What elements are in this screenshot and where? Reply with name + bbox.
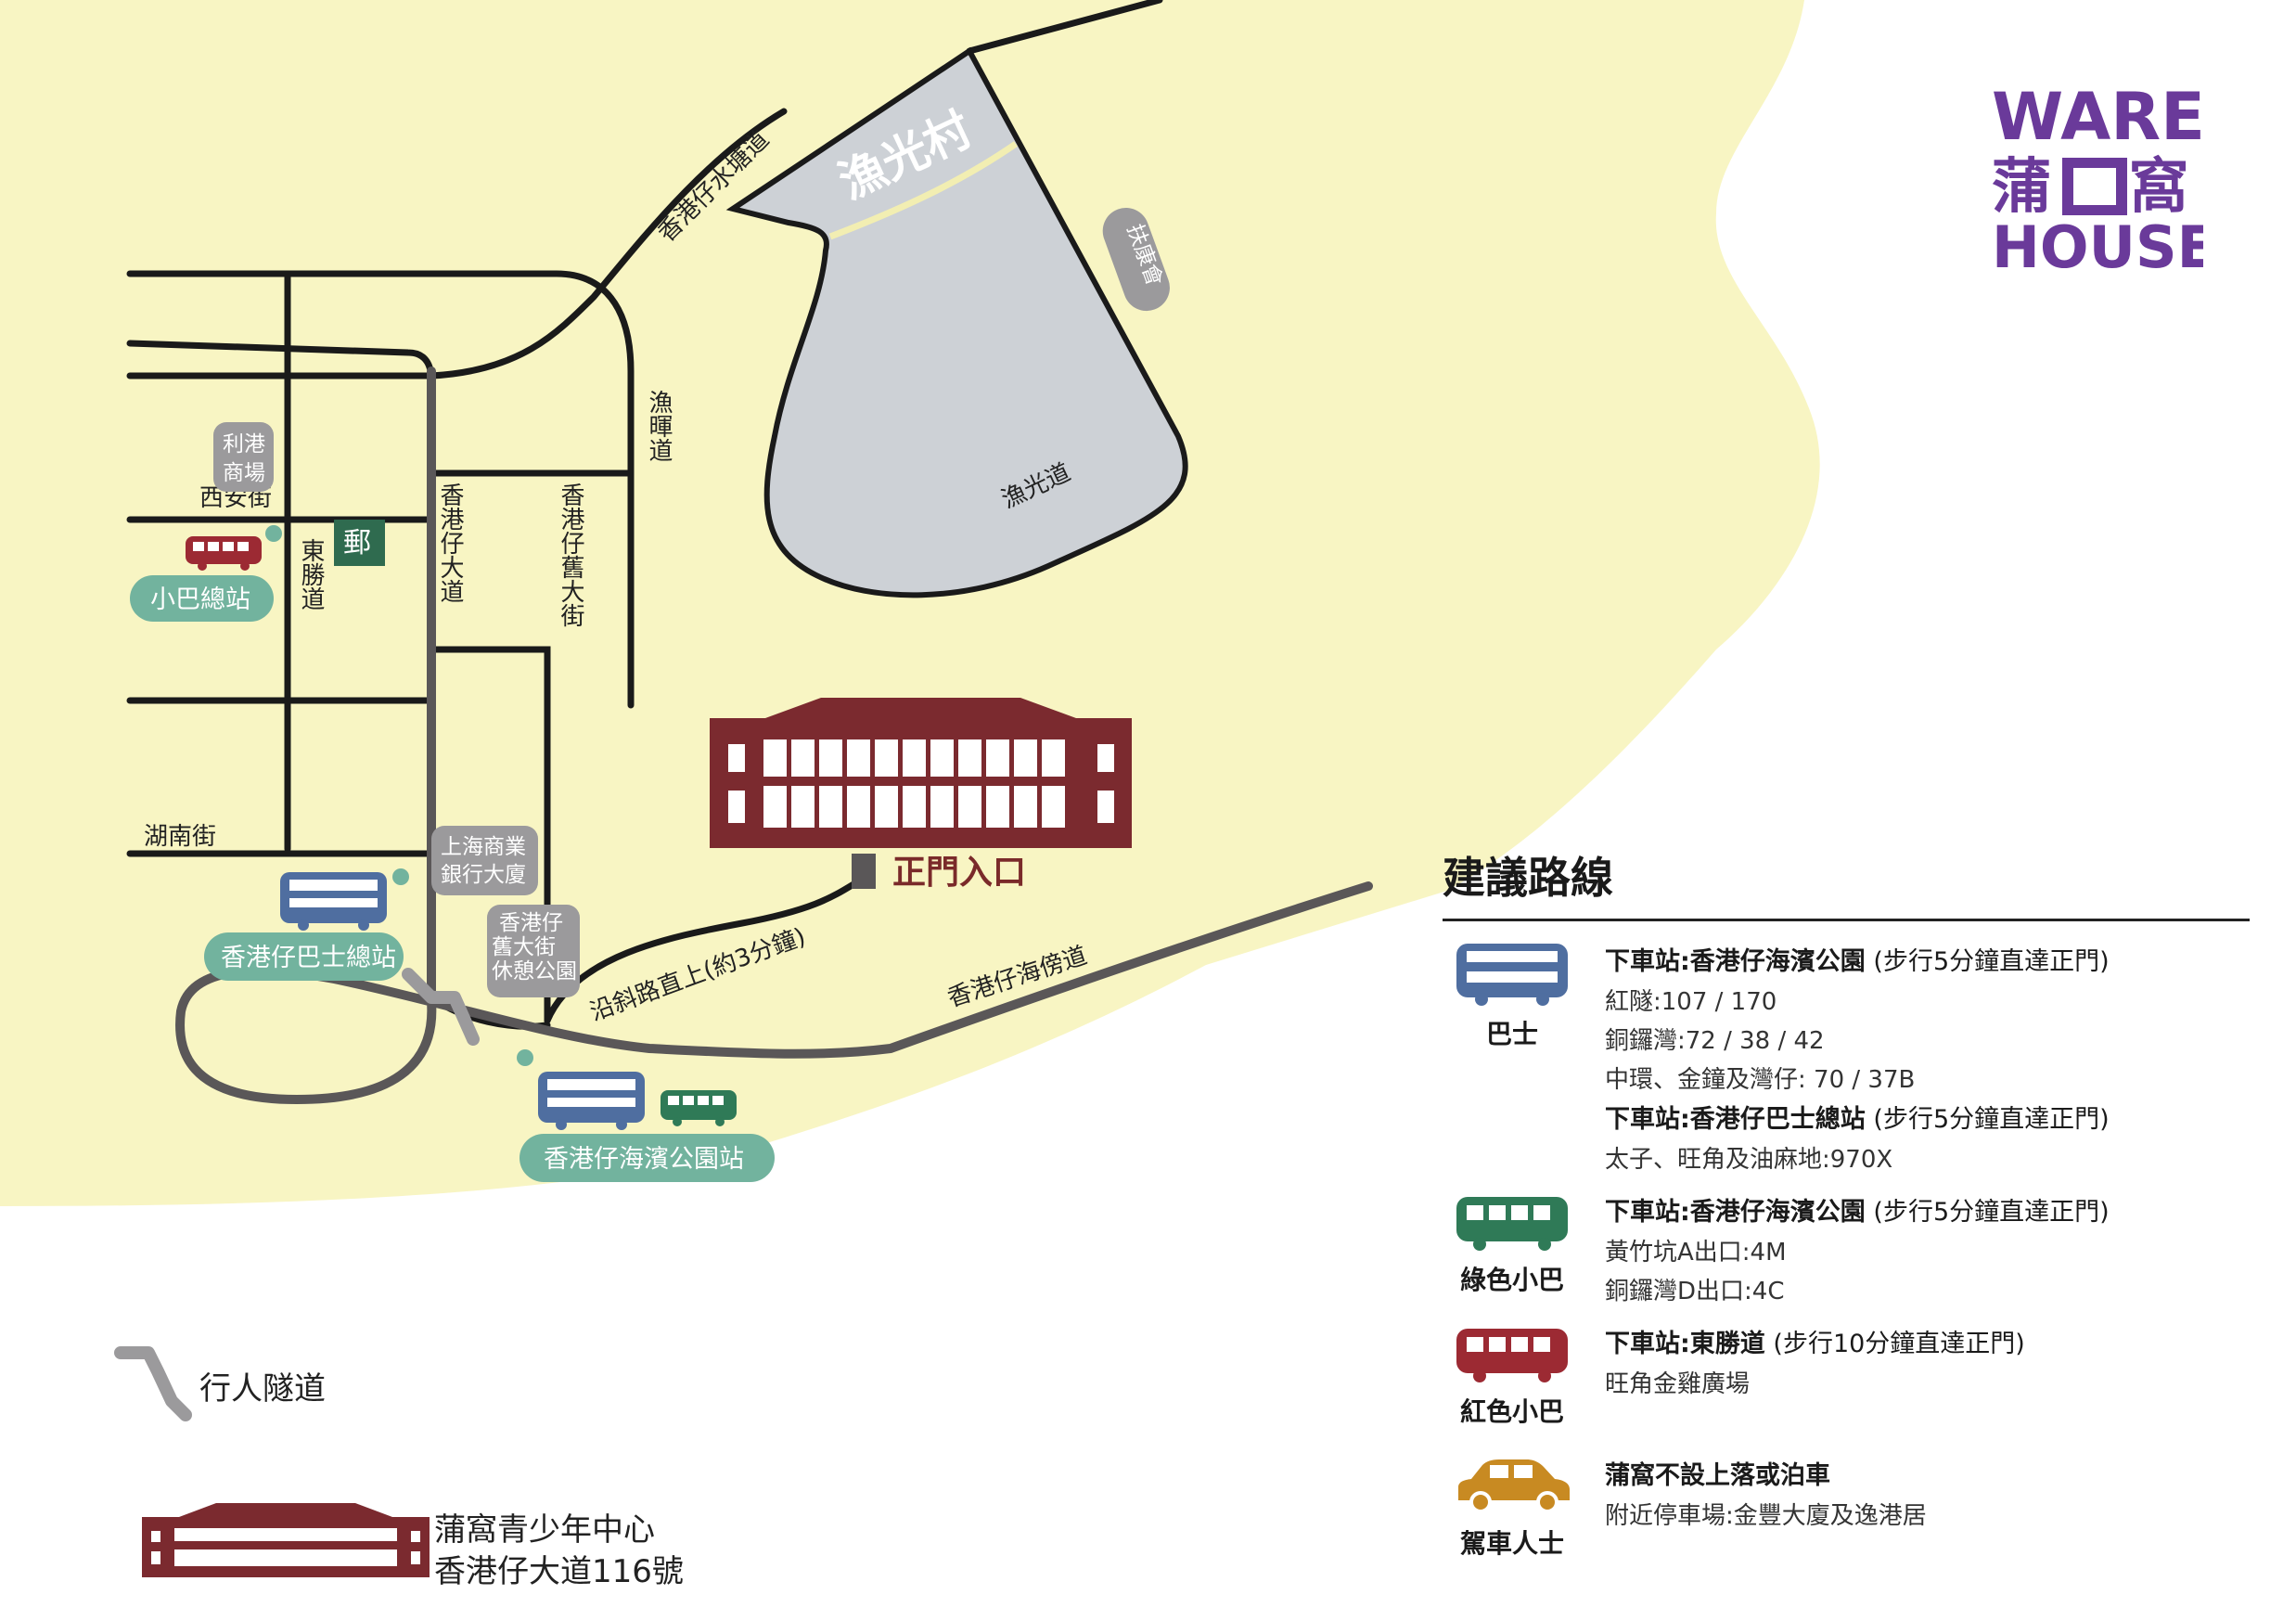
- bus-line-4: 太子、旺角及油麻地:970X: [1605, 1146, 1893, 1174]
- ware-house-logo: WARE 蒲 窩 HOUSE: [1990, 79, 2216, 281]
- green-minibus-label: 綠色小巴: [1459, 1265, 1564, 1295]
- landmark-old-street-park-3: 休憩公園: [492, 959, 577, 984]
- bus-stop1-note: (步行5分鐘直達正門): [1873, 947, 2110, 976]
- car-line-1: 附近停車場:金豐大廈及逸港居: [1605, 1502, 1927, 1530]
- routes-title: 建議路線: [1443, 853, 1613, 903]
- red-minibus-line-1: 旺角金雞廣場: [1605, 1370, 1751, 1398]
- landmark-old-street-park-2: 舊大街: [492, 935, 556, 959]
- waterfront-park-stop[interactable]: 香港仔海濱公園站: [519, 1134, 775, 1182]
- suggested-routes: 建議路線 巴士 下車站:香港仔海濱公園 (步行5分鐘直達正門) 紅隧:107 /…: [1443, 844, 2259, 1576]
- bus-line-1: 紅隧:107 / 170: [1605, 988, 1777, 1016]
- label-road-tung-sing: 東勝道: [297, 538, 325, 611]
- landmark-shanghai-bank-1: 上海商業: [441, 835, 526, 859]
- route-group-bus: 巴士 下車站:香港仔海濱公園 (步行5分鐘直達正門) 紅隧:107 / 170 …: [1443, 942, 2259, 1179]
- legend-tunnel-label: 行人隧道: [199, 1370, 326, 1408]
- fishing-village-path: [828, 141, 1018, 240]
- car-icon: [1458, 1459, 1570, 1513]
- waterfront-park-stop-label: 香港仔海濱公園站: [544, 1145, 744, 1174]
- legend-centre-name: 蒲窩青少年中心: [434, 1511, 655, 1549]
- routes-divider: [1443, 919, 2250, 921]
- bus-icon-terminus: [280, 872, 387, 931]
- bus-icon-waterfront: [538, 1072, 645, 1130]
- fishing-village-area: [725, 46, 1188, 598]
- bus-label: 巴士: [1485, 1019, 1538, 1049]
- main-entrance-label: 正門入口: [892, 854, 1026, 892]
- green-minibus-icon: [1456, 1197, 1568, 1251]
- bus-terminus[interactable]: 香港仔巴士總站: [204, 932, 404, 981]
- red-minibus-icon: [186, 536, 262, 571]
- bus-icon: [1456, 944, 1568, 1006]
- route-group-red-minibus: 紅色小巴 下車站:東勝道 (步行10分鐘直達正門) 旺角金雞廣場: [1443, 1324, 2259, 1435]
- route-group-car: 駕車人士 蒲窩不設上落或泊車 附近停車場:金豐大廈及逸港居: [1443, 1456, 2259, 1567]
- green-minibus-stop-note: (步行5分鐘直達正門): [1873, 1198, 2110, 1227]
- bus-line-2: 銅鑼灣:72 / 38 / 42: [1605, 1027, 1825, 1055]
- green-minibus-line-2: 銅鑼灣D出口:4C: [1605, 1278, 1785, 1305]
- landmark-old-street-park-1: 香港仔: [499, 911, 563, 935]
- route-group-green-minibus: 綠色小巴 下車站:香港仔海濱公園 (步行5分鐘直達正門) 黃竹坑A出口:4M 銅…: [1443, 1192, 2259, 1311]
- bus-stop2-note: (步行5分鐘直達正門): [1873, 1105, 2110, 1134]
- legend-centre-address: 香港仔大道116號: [434, 1553, 684, 1590]
- logo-line3: HOUSE: [1992, 213, 2203, 276]
- car-label: 駕車人士: [1459, 1528, 1564, 1559]
- car-stop-prefix: 蒲窩不設上落或泊車: [1605, 1461, 1830, 1490]
- minibus-terminus[interactable]: 小巴總站: [130, 575, 274, 622]
- red-minibus-stop-prefix: 下車站:東勝道: [1605, 1330, 1765, 1358]
- bus-terminus-label: 香港仔巴士總站: [221, 944, 396, 972]
- landmark-shanghai-bank-2: 銀行大廈: [441, 863, 526, 887]
- red-minibus-label: 紅色小巴: [1459, 1396, 1564, 1427]
- logo-left-char: 蒲: [1992, 153, 2051, 222]
- green-minibus-stop-prefix: 下車站:香港仔海濱公園: [1605, 1198, 1866, 1227]
- label-road-yu-fai: 漁暉道: [645, 390, 673, 462]
- logo-line1: WARE: [1992, 82, 2203, 155]
- label-road-old-main: 香港仔舊大街: [557, 482, 584, 627]
- land-area: [0, 0, 1820, 1206]
- road-network: [126, 0, 1163, 1030]
- bus-line-3: 中環、金鐘及灣仔: 70 / 37B: [1605, 1066, 1916, 1094]
- landmark-lee-kong-2: 商場: [223, 461, 265, 485]
- green-minibus-line-1: 黃竹坑A出口:4M: [1605, 1239, 1787, 1266]
- bus-stop1-prefix: 下車站:香港仔海濱公園: [1605, 947, 1866, 976]
- label-wu-nam-street: 湖南街: [144, 823, 216, 851]
- legend-tunnel-icon: [114, 1346, 192, 1421]
- legend-building-icon: [142, 1503, 430, 1577]
- logo-right-char: 窩: [2129, 153, 2188, 222]
- ware-house-building: [710, 698, 1132, 848]
- landmark-lee-kong-1: 利港: [223, 432, 265, 456]
- minibus-terminus-label: 小巴總站: [150, 585, 250, 614]
- label-road-main: 香港仔大道: [436, 482, 464, 603]
- red-minibus-stop-note: (步行10分鐘直達正門): [1773, 1330, 2025, 1358]
- post-office-icon: 郵: [343, 527, 371, 559]
- tunnel-mark: [402, 968, 480, 1046]
- bus-stop2-prefix: 下車站:香港仔巴士總站: [1605, 1105, 1866, 1134]
- green-minibus-icon-waterfront: [661, 1090, 737, 1126]
- red-minibus-icon: [1456, 1329, 1568, 1382]
